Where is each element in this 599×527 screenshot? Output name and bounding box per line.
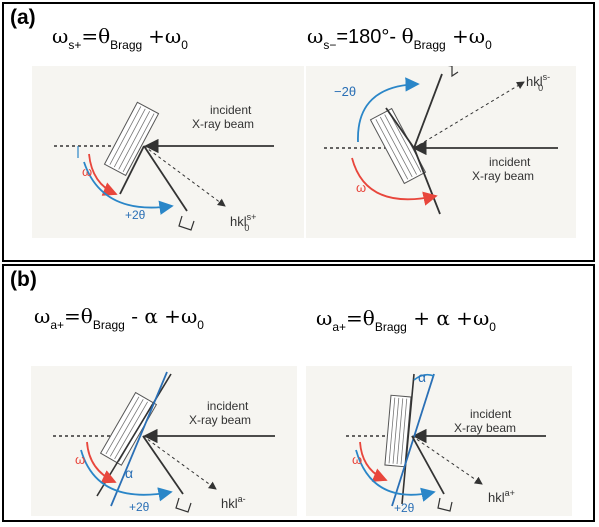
- sample-crystal: [103, 101, 160, 177]
- sample-crystal: [99, 391, 158, 466]
- two-theta-label: +2θ: [125, 208, 146, 222]
- hkl-vector: [411, 435, 483, 485]
- two-theta-label: +2θ: [129, 500, 150, 514]
- panel-b-label: (b): [10, 268, 37, 291]
- omega-arc: [86, 441, 117, 484]
- equation-omega-a-plus: ωa+=θBragg + α +ω0: [316, 306, 496, 334]
- two-theta-arc: [357, 77, 420, 143]
- incident-label-line2: X-ray beam: [472, 169, 534, 183]
- surface-normal: [385, 107, 415, 149]
- two-theta-label: −2θ: [334, 84, 356, 99]
- two-theta-arc: [80, 449, 173, 502]
- incident-label-line1: incident: [207, 399, 249, 413]
- hkl-label: hkls+0: [230, 212, 256, 233]
- lattice-plane-normal: [391, 373, 435, 507]
- hkl-vector: [413, 81, 525, 149]
- equation-omega-a-minus: ωa+=θBragg - α +ω0: [34, 304, 204, 332]
- equation-omega-s-minus: ωs−=180°- θBragg +ω0: [307, 24, 492, 52]
- omega-label: ω: [82, 164, 92, 179]
- incident-label-line1: incident: [470, 407, 512, 421]
- diagram-asymmetric-minus: incident X-ray beam ω α +2θ hkla-: [31, 366, 297, 516]
- diagram-asymmetric-plus: incident X-ray beam ω α +2θ hkla+: [306, 366, 572, 516]
- omega-arc: [359, 441, 388, 482]
- diffracted-beam: [142, 435, 184, 495]
- detector-icon: [175, 497, 192, 513]
- hkl-label: hkla-: [221, 494, 246, 511]
- alpha-label: α: [125, 465, 133, 481]
- incident-label-line1: incident: [210, 103, 252, 117]
- incident-label-line2: X-ray beam: [454, 421, 516, 435]
- incident-label-line1: incident: [489, 155, 531, 169]
- alpha-label: α: [418, 369, 426, 385]
- hkl-vector: [142, 435, 217, 490]
- omega-label: ω: [356, 180, 366, 195]
- omega-label: ω: [75, 452, 85, 467]
- sample-crystal: [369, 107, 427, 185]
- diffracted-beam: [411, 435, 445, 495]
- lattice-plane-normal: [110, 371, 168, 507]
- panel-a-label: (a): [10, 6, 36, 29]
- diffracted-beam: [413, 73, 443, 149]
- incident-label-line2: X-ray beam: [192, 117, 254, 131]
- two-theta-arc: [355, 449, 436, 502]
- omega-arc: [88, 153, 118, 196]
- detector-icon: [178, 215, 195, 231]
- diffracted-beam: [143, 145, 188, 212]
- omega-label: ω: [352, 452, 362, 467]
- hkl-vector: [143, 145, 226, 207]
- detector-icon: [437, 497, 453, 512]
- incident-label-line2: X-ray beam: [189, 413, 251, 427]
- hkl-label: hkls-0: [526, 72, 550, 93]
- panel-a: (a) ωs+=θBragg+ω0 ωs−=180°- θBragg +ω0: [2, 2, 595, 262]
- hkl-label: hkla+: [488, 488, 515, 505]
- sample-crystal: [384, 394, 412, 468]
- two-theta-label: +2θ: [394, 501, 415, 515]
- equation-omega-s-plus: ωs+=θBragg+ω0: [52, 24, 188, 52]
- surface-normal: [119, 145, 145, 195]
- diagram-symmetric-plus: incident X-ray beam ω +2θ hkls+0: [32, 66, 304, 238]
- diagram-symmetric-minus: incident X-ray beam ω −2θ hkls-0: [306, 63, 576, 238]
- surface-normal: [401, 373, 415, 505]
- alpha-arc: [413, 373, 435, 381]
- omega-arc: [351, 157, 438, 206]
- two-theta-arc: [83, 161, 174, 215]
- panel-b: (b) ωa+=θBragg - α +ω0 ωa+=θBragg + α +ω…: [2, 264, 595, 522]
